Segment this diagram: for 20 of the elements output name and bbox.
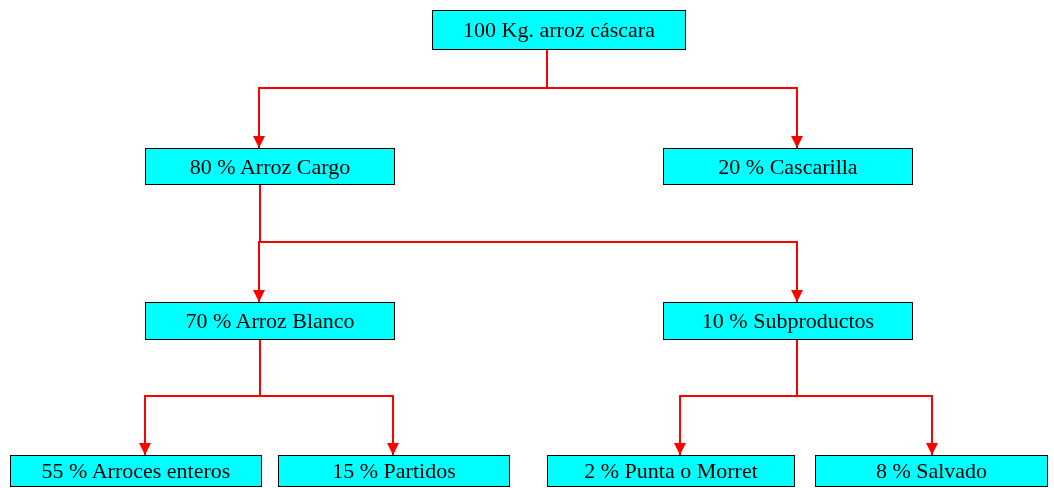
box-label: 10 % Subproductos — [701, 308, 875, 334]
process-box — [278, 455, 510, 487]
box-label: 80 % Arroz Cargo — [189, 153, 351, 180]
box-label: 8 % Salvado — [875, 458, 988, 484]
box-label: 100 Kg. arroz cáscara — [463, 17, 655, 43]
process-box — [663, 148, 913, 185]
arrow — [796, 339, 938, 456]
box-label: 20 % Cascarilla — [718, 153, 858, 180]
box-label: 15 % Partidos — [332, 458, 456, 484]
box-label: 70 % Arroz Blanco — [185, 308, 355, 334]
box-label: 55 % Arroces enteros — [41, 458, 231, 484]
box-label: 2 % Punta o Morret — [584, 458, 758, 484]
process-box — [145, 148, 395, 185]
arrow — [546, 49, 803, 149]
process-box — [10, 455, 262, 487]
process-box — [815, 455, 1048, 487]
process-box — [432, 10, 686, 50]
process-box — [547, 455, 795, 487]
process-box — [145, 302, 395, 340]
process-box — [663, 302, 913, 340]
